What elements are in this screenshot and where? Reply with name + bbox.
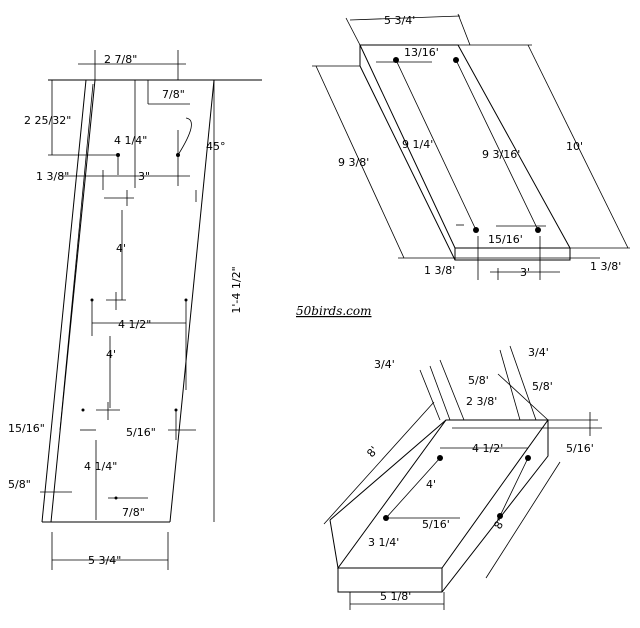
roof-hole-spacing: 13/16' — [404, 46, 439, 59]
front-center-offset: 4 1/4" — [114, 134, 147, 147]
front-mid-width: 4 1/2" — [118, 318, 151, 331]
front-lower-gap: 4' — [106, 348, 116, 361]
roof-right-margin: 1 3/8' — [590, 260, 621, 273]
floor-left-len: 8' — [364, 444, 380, 460]
floor-right-side: 5/16' — [566, 442, 594, 455]
front-left-margin: 1 3/8" — [36, 170, 69, 183]
roof-bottom-spacing: 15/16' — [488, 233, 523, 246]
roof-left-margin: 1 3/8' — [424, 264, 455, 277]
roof-right-length: 10' — [566, 140, 583, 153]
front-left-height: 2 25/32" — [24, 114, 71, 127]
front-bottom-width: 5 3/4" — [88, 554, 121, 567]
front-left-small: 5/8" — [8, 478, 31, 491]
front-lower-height: 4 1/4" — [84, 460, 117, 473]
front-left-edge-offset: 15/16" — [8, 422, 45, 435]
floor-right-len: 8' — [491, 516, 507, 531]
floor-right-top: 3/4' — [528, 346, 549, 359]
roof-inner-2: 9 3/16' — [482, 148, 520, 161]
floor-inner-left: 5/8' — [468, 374, 489, 387]
roof-long-side: 9 3/8' — [338, 156, 369, 169]
front-hole-offset: 7/8" — [162, 88, 185, 101]
front-bottom-hole: 7/8" — [122, 506, 145, 519]
site-watermark: 50birds.com — [296, 304, 372, 318]
floor-center: 2 3/8' — [466, 395, 497, 408]
floor-lower-offset: 5/16' — [422, 518, 450, 531]
front-mid-gap: 4' — [116, 242, 126, 255]
roof-top-width: 5 3/4' — [384, 14, 415, 27]
front-right-offset: 5/16" — [126, 426, 156, 439]
front-overall-height: 1'-4 1/2" — [230, 266, 243, 313]
floor-bottom-width: 5 1/8' — [380, 590, 411, 603]
floor-inner-right: 5/8' — [532, 380, 553, 393]
front-top-width: 2 7/8" — [104, 53, 137, 66]
roof-center: 3' — [520, 266, 530, 279]
front-angle: 45° — [206, 140, 226, 153]
floor-lower-width: 3 1/4' — [368, 536, 399, 549]
floor-width: 4 1/2' — [472, 442, 503, 455]
roof-panel: 5 3/4' 13/16' 9 3/8' 9 1/4' 9 3/16' 10' … — [312, 13, 630, 280]
roof-inner-1: 9 1/4' — [402, 138, 433, 151]
front-panel: 2 7/8" 7/8" 2 25/32" 4 1/4" 45° 1 3/8" 3… — [8, 50, 262, 570]
floor-panel: 3/4' 3/4' 5/8' 5/8' 2 3/8' 4 1/2' 5/16' … — [323, 345, 602, 610]
front-center-span: 3" — [138, 170, 150, 183]
floor-side-label: 4' — [426, 478, 436, 491]
floor-left-top: 3/4' — [374, 358, 395, 371]
